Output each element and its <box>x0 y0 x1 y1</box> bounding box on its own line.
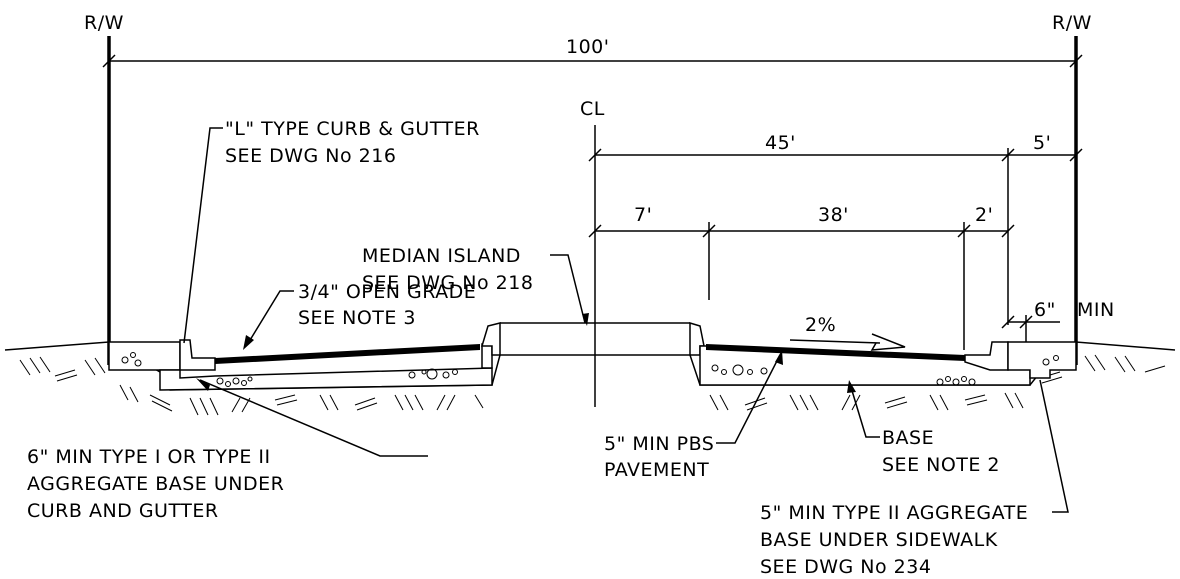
left-curb-gutter <box>179 339 216 371</box>
note-aggregate-curb-line-1: 6" MIN TYPE I OR TYPE II <box>27 446 271 468</box>
left-aggregate-base <box>159 367 493 391</box>
slope-indicator: 2% <box>789 314 906 351</box>
rw-label-right: R/W <box>1052 12 1092 34</box>
note-base: BASE SEE NOTE 2 <box>847 380 1000 476</box>
dimension-label-min-word: MIN <box>1077 299 1115 321</box>
dimension-label-total-width: 100' <box>566 36 610 58</box>
dimension-total-width: 100' <box>102 36 1083 68</box>
right-section <box>689 321 1077 386</box>
dimension-label-gutter: 2' <box>975 204 993 226</box>
note-pavement-line-1: 5" MIN PBS <box>604 433 714 455</box>
left-sidewalk <box>108 341 181 371</box>
dimension-min-offset: 6" MIN <box>1001 299 1115 343</box>
note-base-line-1: BASE <box>882 427 934 449</box>
note-curb-gutter: "L" TYPE CURB & GUTTER SEE DWG No 216 <box>183 118 480 344</box>
left-median-curb <box>480 322 501 356</box>
dimension-label-min-value: 6" <box>1034 299 1056 321</box>
note-pavement: 5" MIN PBS PAVEMENT <box>604 350 783 481</box>
note-aggregate-sidewalk-line-1: 5" MIN TYPE II AGGREGATE <box>760 502 1028 524</box>
right-sidewalk <box>1007 341 1077 379</box>
left-pavement <box>215 344 480 364</box>
dimension-label-half-width: 45' <box>765 132 796 154</box>
centerline-label: CL <box>580 98 605 120</box>
note-open-grade-line-1: 3/4" OPEN GRADE <box>298 281 476 303</box>
dimension-label-sidewalk: 5' <box>1033 132 1051 154</box>
note-aggregate-base-sidewalk: 5" MIN TYPE II AGGREGATE BASE UNDER SIDE… <box>760 379 1069 578</box>
dimension-label-roadway: 38' <box>818 204 849 226</box>
note-median-line-2: SEE DWG No 218 <box>362 272 533 294</box>
dimension-label-median: 7' <box>634 204 652 226</box>
rw-label-left: R/W <box>84 12 124 34</box>
note-base-line-2: SEE NOTE 2 <box>882 454 1000 476</box>
note-median-island: MEDIAN ISLAND SEE DWG No 218 <box>362 245 589 326</box>
left-base-edge <box>481 343 493 369</box>
right-pavement <box>706 344 965 361</box>
note-curb-gutter-line-1: "L" TYPE CURB & GUTTER <box>225 118 480 140</box>
note-aggregate-sidewalk-line-2: BASE UNDER SIDEWALK <box>760 529 998 551</box>
note-open-grade-line-2: SEE NOTE 3 <box>298 307 416 329</box>
note-pavement-line-2: PAVEMENT <box>604 459 709 481</box>
left-section <box>108 322 501 391</box>
note-aggregate-base-curb: 6" MIN TYPE I OR TYPE II AGGREGATE BASE … <box>27 378 428 522</box>
note-aggregate-curb-line-3: CURB AND GUTTER <box>27 500 219 522</box>
note-open-grade: 3/4" OPEN GRADE SEE NOTE 3 <box>243 281 476 350</box>
dimension-half-width: 45' 5' <box>588 132 1083 325</box>
note-aggregate-curb-line-2: AGGREGATE BASE UNDER <box>27 473 284 495</box>
slope-label: 2% <box>805 314 836 336</box>
note-median-line-1: MEDIAN ISLAND <box>362 245 521 267</box>
note-aggregate-sidewalk-line-3: SEE DWG No 234 <box>760 556 931 578</box>
note-curb-gutter-line-2: SEE DWG No 216 <box>225 145 396 167</box>
dimension-lane-breakdown: 7' 38' 2' <box>588 204 1015 350</box>
